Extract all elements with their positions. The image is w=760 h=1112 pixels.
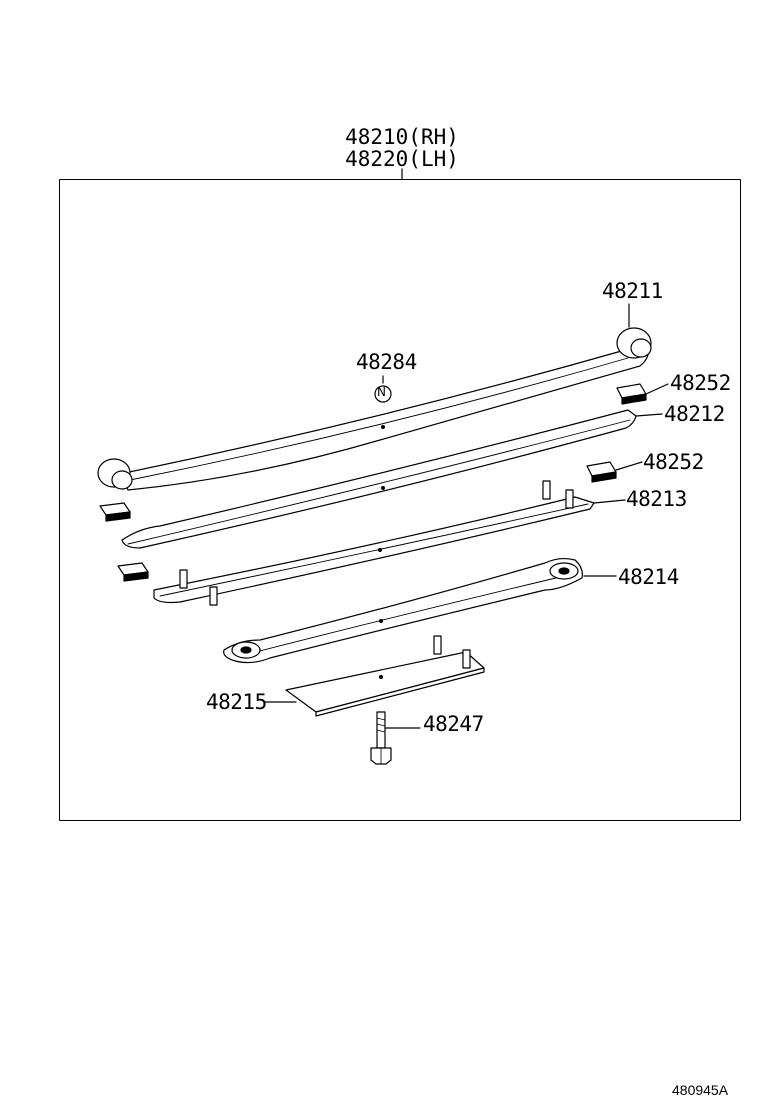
clip-48252-lower [586, 461, 617, 483]
leader-48213 [593, 499, 626, 504]
illustration-code: 480945A [672, 1082, 729, 1098]
third-leaf-48213 [153, 480, 595, 606]
label-48212: 48212 [664, 402, 725, 426]
second-leaf-48212 [121, 409, 637, 549]
center-bolt-48247 [370, 711, 392, 765]
assembly-title: 48210(RH) 48220(LH) [330, 126, 474, 170]
clip-48252-upper [616, 383, 647, 405]
label-48252-upper: 48252 [670, 371, 731, 395]
label-48215: 48215 [206, 690, 267, 714]
assembly-label-lh: 48220(LH) [345, 147, 459, 171]
label-48213: 48213 [626, 487, 687, 511]
spacer-48215 [285, 635, 485, 717]
n-mark-48284 [374, 385, 392, 403]
assembly-frame [59, 179, 741, 821]
label-48252-lower: 48252 [643, 450, 704, 474]
n-mark-label: N [377, 385, 386, 399]
leader-48252-a [645, 383, 669, 395]
label-48247: 48247 [423, 712, 484, 736]
clip-left-lower [117, 562, 149, 582]
main-leaf-48211 [97, 327, 652, 491]
label-48211: 48211 [602, 279, 663, 303]
clip-left-upper [99, 502, 131, 522]
leader-48212 [635, 413, 663, 417]
label-48214: 48214 [618, 565, 679, 589]
assembly-label-rh: 48210(RH) [345, 125, 459, 149]
fourth-leaf-48214 [223, 557, 583, 664]
leader-48252-b [615, 461, 643, 471]
label-48284: 48284 [356, 350, 417, 374]
